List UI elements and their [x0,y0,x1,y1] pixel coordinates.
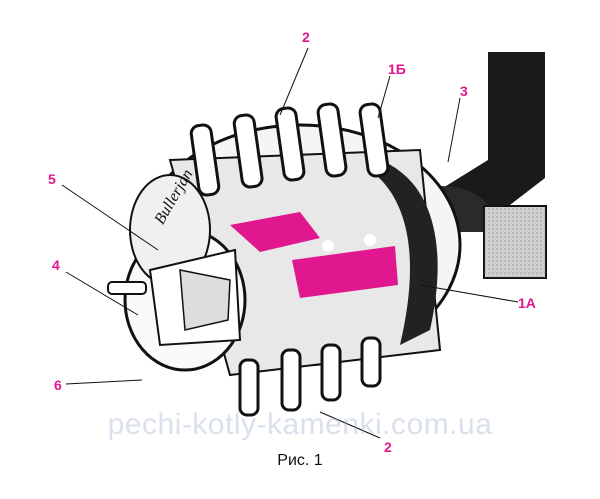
label-4: 4 [52,257,60,273]
front-door [123,174,247,372]
convection-tubes-bottom [238,336,382,417]
label-1a: 1А [518,295,536,311]
chimney-insulation [483,205,547,279]
air-control-handle [107,281,147,295]
label-3: 3 [460,83,468,99]
watermark: pechi-kotly-kamenki.com.ua [107,408,493,441]
label-1b: 1Б [388,61,406,77]
firebox-glow [230,212,398,298]
label-top-2: 2 [302,29,310,45]
callout-leaders [61,47,519,439]
convection-tubes-top [189,102,390,197]
figure-caption: Рис. 1 [277,452,323,469]
label-bottom-2: 2 [384,439,392,455]
label-5: 5 [48,171,56,187]
label-6: 6 [54,377,62,393]
